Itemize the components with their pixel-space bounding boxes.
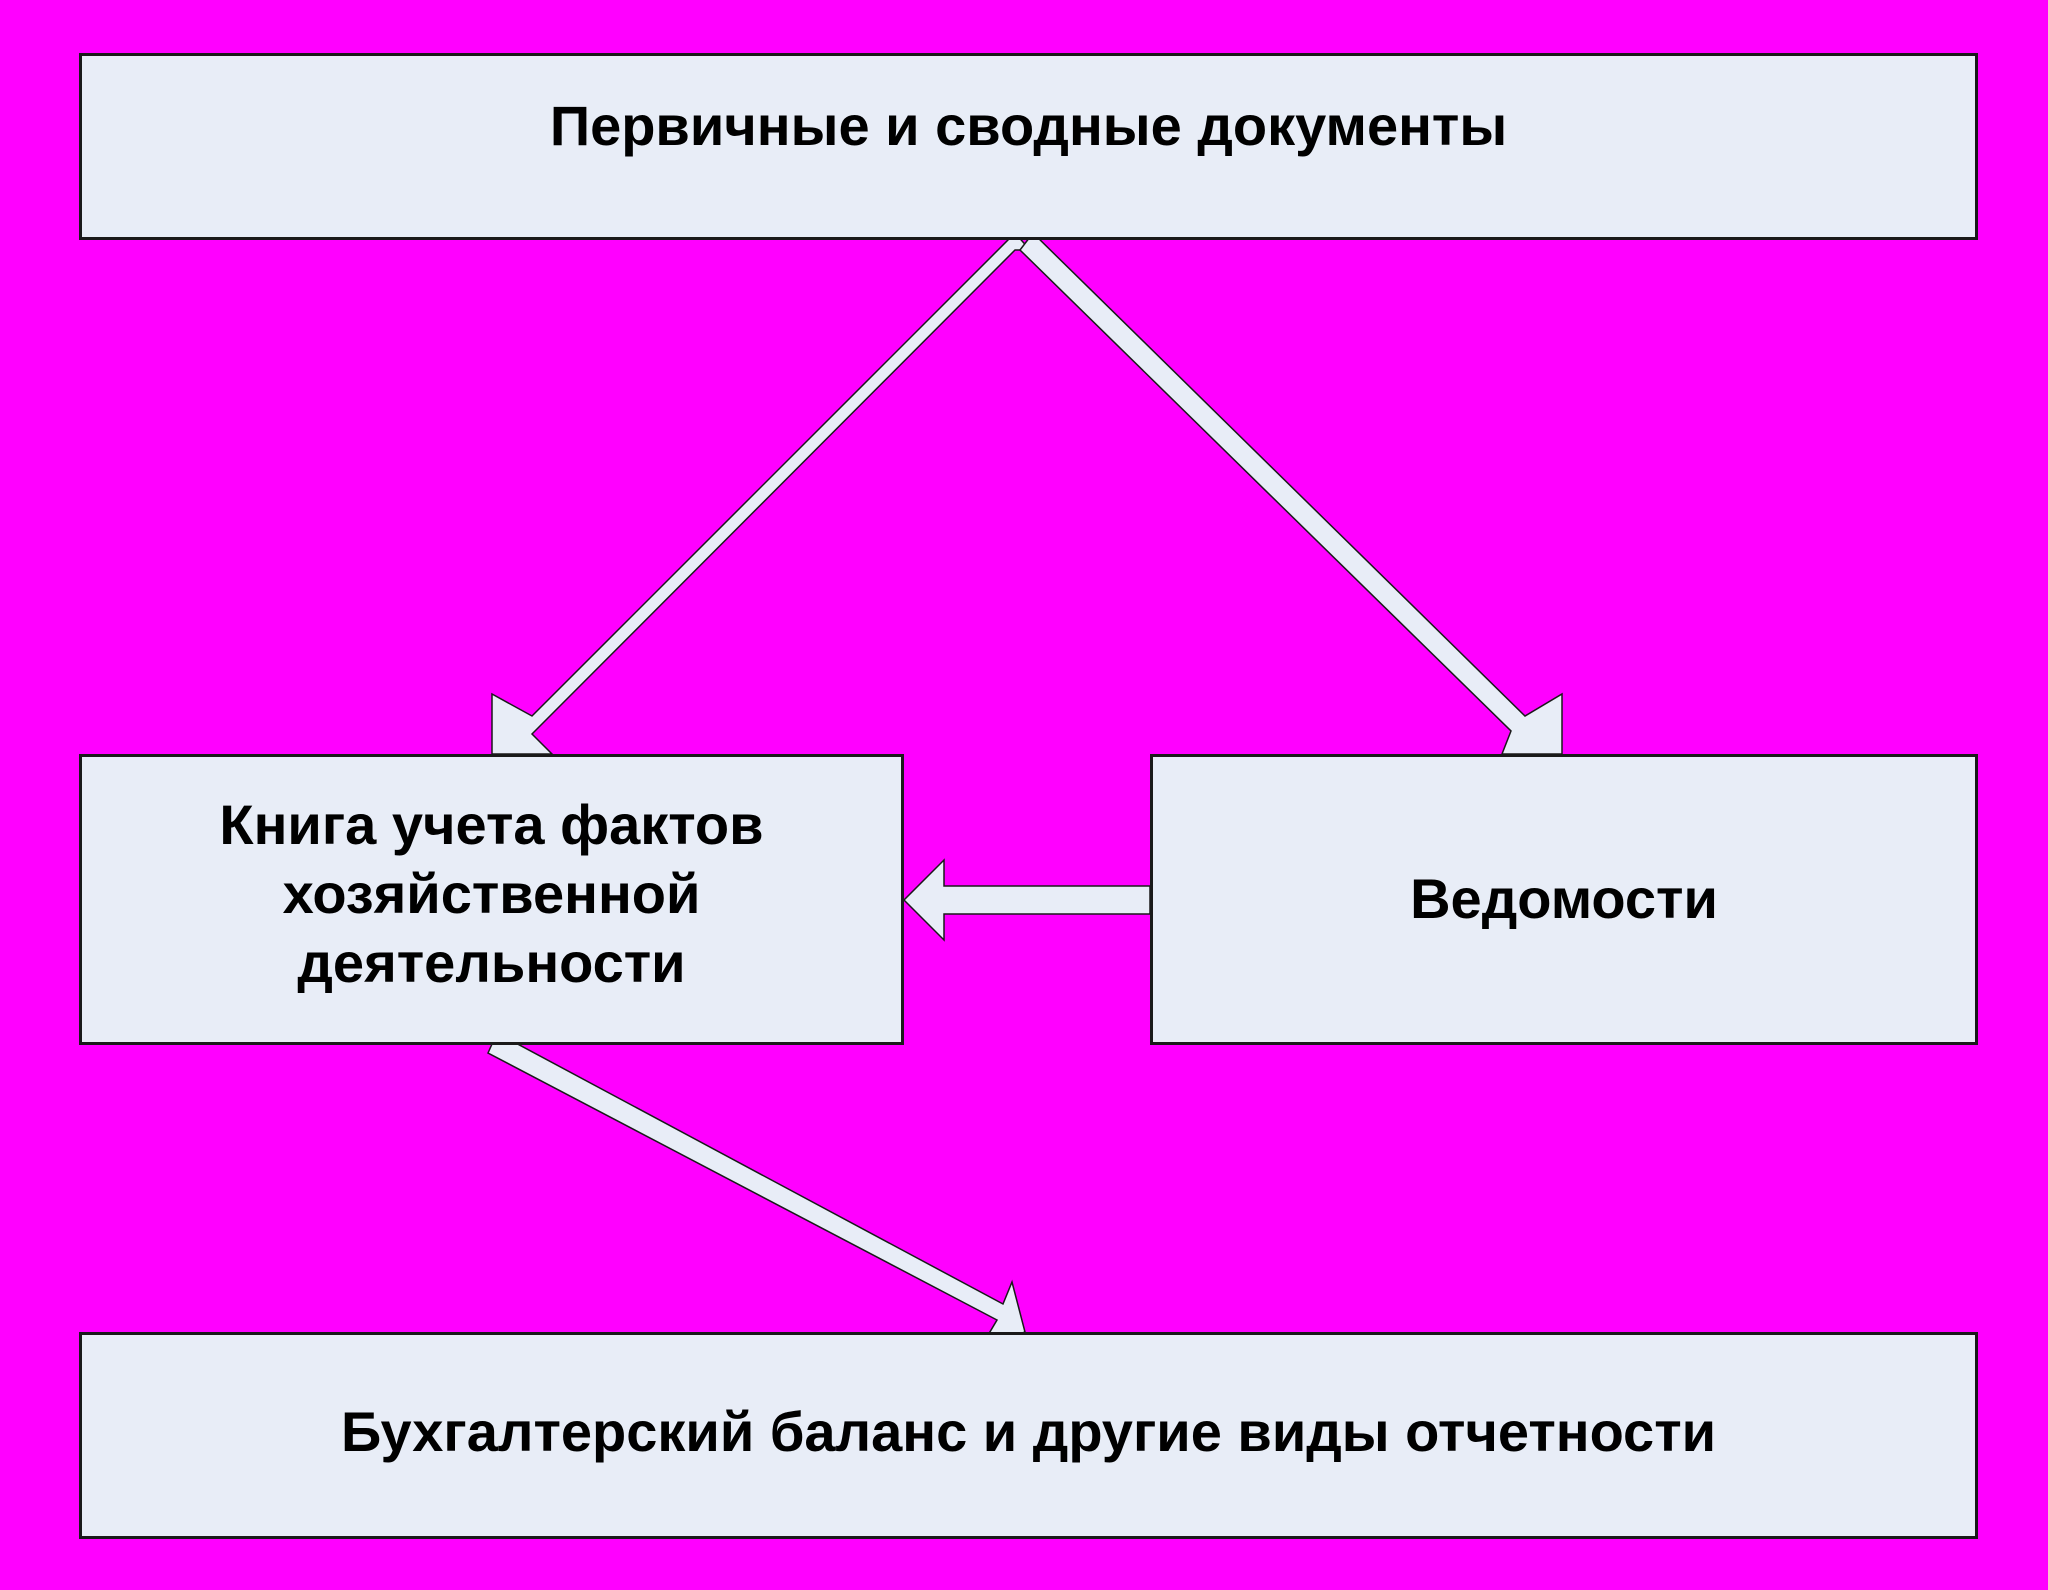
arrow-right-to-left <box>902 858 1151 942</box>
node-balance-sheet-label: Бухгалтерский баланс и другие виды отчет… <box>340 1400 1717 1464</box>
arrow-left-to-bottom <box>487 1031 1026 1349</box>
arrow-top-to-left <box>491 231 1032 755</box>
node-ledger-book-label: Книга учета фактов хозяйственной деятель… <box>219 793 764 994</box>
node-primary-documents: Первичные и сводные документы <box>79 53 1978 240</box>
node-primary-documents-label: Первичные и сводные документы <box>549 94 1508 158</box>
arrow-top-to-right <box>1019 231 1563 755</box>
node-statements-label: Ведомости <box>1410 867 1718 931</box>
node-ledger-book: Книга учета фактов хозяйственной деятель… <box>79 754 904 1045</box>
node-balance-sheet: Бухгалтерский баланс и другие виды отчет… <box>79 1332 1978 1539</box>
node-statements: Ведомости <box>1150 754 1978 1045</box>
